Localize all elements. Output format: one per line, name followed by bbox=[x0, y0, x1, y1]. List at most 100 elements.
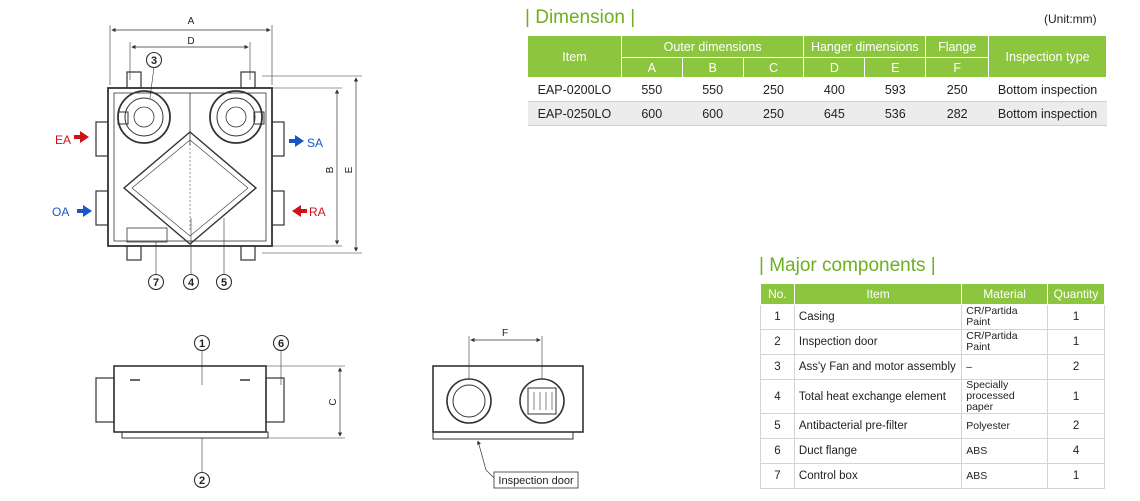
cell-no: 6 bbox=[760, 438, 795, 464]
dim-label-e: E bbox=[344, 166, 355, 173]
callout-5: 5 bbox=[221, 277, 227, 289]
header-e: E bbox=[864, 57, 927, 78]
cell-model: EAP-0250LO bbox=[527, 101, 622, 126]
header-d: D bbox=[803, 57, 866, 78]
header-c: C bbox=[742, 57, 805, 78]
header-hanger-dimensions: Hanger dimensions bbox=[803, 35, 927, 58]
dimension-title: | Dimension | bbox=[525, 7, 636, 28]
cell-f: 282 bbox=[925, 101, 989, 126]
cell-item: Inspection door bbox=[794, 329, 963, 355]
title-bar-right: | bbox=[624, 7, 636, 28]
cell-f: 250 bbox=[925, 77, 989, 102]
cell-quantity: 2 bbox=[1047, 413, 1105, 439]
table-row: 4 Total heat exchange element Specially … bbox=[760, 379, 1105, 414]
cell-material: ABS bbox=[961, 463, 1049, 489]
cell-b: 600 bbox=[682, 101, 744, 126]
header-quantity: Quantity bbox=[1047, 283, 1105, 305]
cell-d: 400 bbox=[803, 77, 865, 102]
airflow-label-sa: SA bbox=[307, 136, 323, 150]
table-row: EAP-0250LO 600 600 250 645 536 282 Botto… bbox=[527, 101, 1107, 126]
ea-arrow-icon bbox=[74, 131, 89, 143]
cell-no: 5 bbox=[760, 413, 795, 439]
callout-3: 3 bbox=[151, 55, 157, 67]
table-row: 5 Antibacterial pre-filter Polyester 2 bbox=[760, 413, 1105, 439]
cell-material: Specially processed paper bbox=[961, 379, 1049, 414]
table-row: EAP-0200LO 550 550 250 400 593 250 Botto… bbox=[527, 77, 1107, 102]
sa-arrow-icon bbox=[289, 135, 304, 147]
inspection-door-label: Inspection door bbox=[498, 475, 574, 487]
table-row: 7 Control box ABS 1 bbox=[760, 463, 1105, 489]
dim-label-f: F bbox=[502, 328, 508, 339]
side-view-drawing bbox=[95, 334, 345, 489]
airflow-label-ea: EA bbox=[55, 133, 71, 147]
cell-item: Casing bbox=[794, 304, 963, 330]
ra-arrow-icon bbox=[292, 205, 307, 217]
callout-1: 1 bbox=[199, 338, 205, 350]
cell-type: Bottom inspection bbox=[988, 101, 1107, 126]
table-row: 3 Ass'y Fan and motor assembly – 2 bbox=[760, 354, 1105, 380]
cell-quantity: 1 bbox=[1047, 329, 1105, 355]
cell-no: 4 bbox=[760, 379, 795, 414]
cell-quantity: 1 bbox=[1047, 463, 1105, 489]
callout-7: 7 bbox=[153, 277, 159, 289]
front-view-drawing bbox=[432, 336, 584, 489]
header-a: A bbox=[620, 57, 683, 78]
cell-d: 645 bbox=[803, 101, 865, 126]
cell-quantity: 4 bbox=[1047, 438, 1105, 464]
title-bar-left: | bbox=[525, 7, 536, 28]
cell-no: 3 bbox=[760, 354, 795, 380]
table-row: 6 Duct flange ABS 4 bbox=[760, 438, 1105, 464]
airflow-label-oa: OA bbox=[52, 205, 69, 219]
callout-2: 2 bbox=[199, 475, 205, 487]
header-item: Item bbox=[527, 35, 622, 78]
cell-c: 250 bbox=[743, 77, 804, 102]
top-view-drawing bbox=[95, 25, 362, 291]
dim-label-d: D bbox=[187, 36, 194, 47]
cell-material: CR/Partida Paint bbox=[961, 329, 1049, 355]
cell-material: CR/Partida Paint bbox=[961, 304, 1049, 330]
title-bar-right: | bbox=[925, 255, 936, 276]
header-outer-dimensions: Outer dimensions bbox=[620, 35, 805, 58]
title-bar-left: | bbox=[759, 255, 770, 276]
technical-drawings: A D B E EA SA OA RA 3 7 4 5 1 6 2 C bbox=[52, 16, 584, 489]
cell-c: 250 bbox=[743, 101, 804, 126]
airflow-label-ra: RA bbox=[309, 205, 326, 219]
dim-label-a: A bbox=[188, 16, 195, 27]
cell-a: 600 bbox=[621, 101, 683, 126]
header-item: Item bbox=[793, 283, 963, 305]
cell-material: – bbox=[961, 354, 1049, 380]
cell-e: 536 bbox=[864, 101, 926, 126]
cell-no: 7 bbox=[760, 463, 795, 489]
cell-a: 550 bbox=[621, 77, 683, 102]
header-b: B bbox=[681, 57, 744, 78]
callout-4: 4 bbox=[188, 277, 195, 289]
cell-quantity: 1 bbox=[1047, 304, 1105, 330]
table-row: 2 Inspection door CR/Partida Paint 1 bbox=[760, 329, 1105, 355]
header-flange: Flange bbox=[925, 35, 990, 58]
airflow-arrows bbox=[74, 131, 307, 217]
oa-arrow-icon bbox=[77, 205, 92, 217]
dimension-table: Item Outer dimensions Hanger dimensions … bbox=[527, 35, 1107, 126]
cell-item: Duct flange bbox=[794, 438, 963, 464]
dim-label-c: C bbox=[328, 398, 339, 405]
unit-label: (Unit:mm) bbox=[1044, 12, 1097, 26]
cell-no: 1 bbox=[760, 304, 795, 330]
header-inspection-type: Inspection type bbox=[988, 35, 1107, 78]
components-table: No. Item Material Quantity 1 Casing CR/P… bbox=[760, 283, 1105, 489]
cell-item: Ass'y Fan and motor assembly bbox=[794, 354, 963, 380]
dim-label-b: B bbox=[325, 166, 336, 173]
cell-item: Antibacterial pre-filter bbox=[794, 413, 963, 439]
header-material: Material bbox=[961, 283, 1049, 305]
cell-material: ABS bbox=[961, 438, 1049, 464]
cell-quantity: 1 bbox=[1047, 379, 1105, 414]
cell-model: EAP-0200LO bbox=[527, 77, 622, 102]
table-row: 1 Casing CR/Partida Paint 1 bbox=[760, 304, 1105, 330]
header-no: No. bbox=[760, 283, 795, 305]
components-title: | Major components | bbox=[759, 255, 936, 276]
cell-quantity: 2 bbox=[1047, 354, 1105, 380]
cell-item: Total heat exchange element bbox=[794, 379, 963, 414]
cell-material: Polyester bbox=[961, 413, 1049, 439]
cell-b: 550 bbox=[682, 77, 744, 102]
header-f: F bbox=[925, 57, 990, 78]
cell-e: 593 bbox=[864, 77, 926, 102]
